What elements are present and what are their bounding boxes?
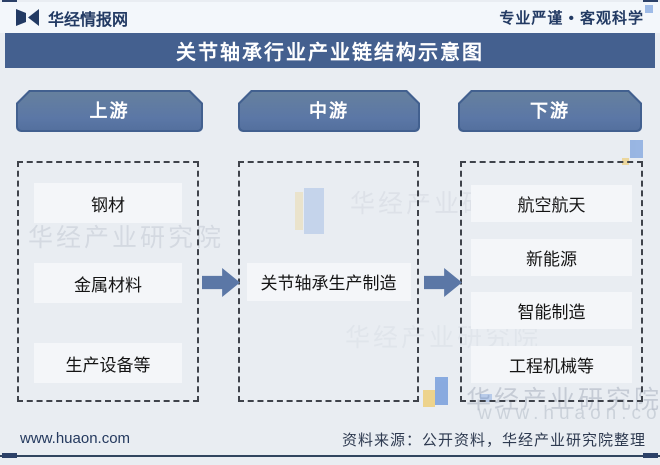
- footer-source-note: 资料来源：公开资料，华经产业研究院整理: [341, 432, 646, 449]
- arrow-upstream-to-midstream-icon: [202, 268, 240, 297]
- footer-site-url: www.huaon.com: [20, 430, 131, 447]
- upstream-item: 金属材料: [34, 263, 182, 303]
- upstream-group-box: 钢材 金属材料 生产设备等: [17, 161, 199, 402]
- downstream-item: 航空航天: [471, 185, 632, 222]
- column-label: 上游: [89, 101, 130, 121]
- brand: 华经情报网: [16, 6, 128, 30]
- downstream-item: 新能源: [471, 238, 632, 276]
- downstream-item: 工程机械等: [471, 345, 632, 383]
- midstream-group-box: 关节轴承生产制造: [238, 161, 419, 402]
- downstream-item: 智能制造: [471, 292, 632, 330]
- title-bar: 关节轴承行业产业链结构示意图: [5, 33, 655, 68]
- huaon-logo-icon: [16, 9, 39, 26]
- upstream-item: 钢材: [34, 183, 182, 223]
- header-bevel: [460, 92, 640, 130]
- header-slogan: 专业严谨 • 客观科学: [499, 10, 644, 27]
- watermark-site-text: www.huaon.com: [478, 403, 660, 424]
- column-header-upstream: 上游: [16, 90, 203, 132]
- column-header-downstream: 下游: [458, 90, 642, 132]
- site-header: 华经情报网 专业严谨 • 客观科学: [0, 2, 660, 33]
- page-title: 关节轴承行业产业链结构示意图: [176, 42, 484, 64]
- arrow-midstream-to-downstream-icon: [424, 268, 462, 297]
- upstream-item: 生产设备等: [34, 343, 182, 383]
- downstream-group-box: 航空航天 新能源 智能制造 工程机械等: [460, 161, 643, 402]
- bottom-border-cap-left: [2, 453, 17, 458]
- bottom-border-line: [0, 455, 660, 457]
- header-bevel: [18, 92, 201, 130]
- bottom-border-cap-right: [643, 453, 658, 458]
- header-bevel: [240, 92, 418, 130]
- column-label: 下游: [530, 101, 570, 121]
- column-label: 中游: [309, 101, 349, 121]
- midstream-item: 关节轴承生产制造: [246, 262, 411, 301]
- brand-name: 华经情报网: [48, 11, 129, 29]
- watermark-logo-icon: [423, 377, 449, 407]
- column-header-midstream: 中游: [238, 90, 420, 132]
